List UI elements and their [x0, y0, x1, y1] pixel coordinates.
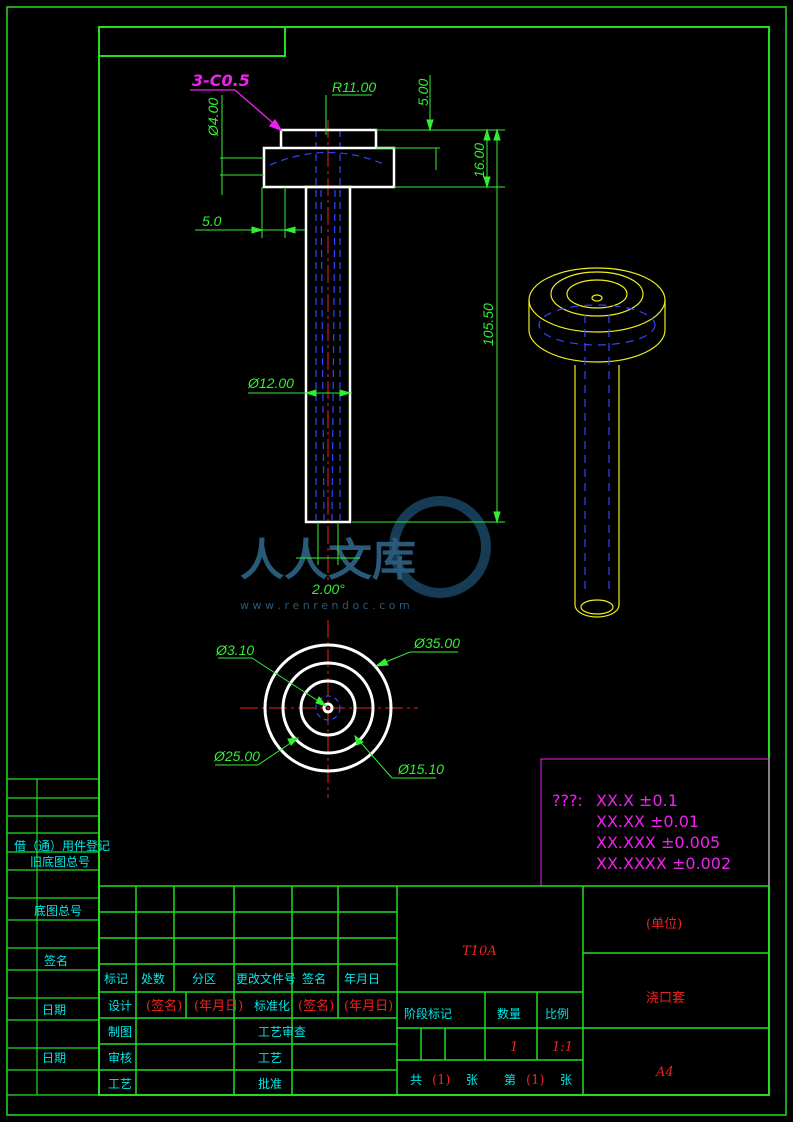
strip-label-signature: 签名 — [44, 953, 68, 968]
process-review-label: 工艺审查 — [258, 1024, 306, 1039]
sheets-current-suffix: 张 — [560, 1073, 572, 1087]
tolerance-line-4: XX.XXXX ±0.002 — [596, 854, 731, 873]
design-label: 设计 — [108, 999, 132, 1013]
head-dia-label: Ø4.00 — [205, 98, 221, 137]
rev-header-count: 处数 — [141, 971, 165, 986]
material-text: T10A — [462, 944, 497, 959]
design-date: (年月日) — [194, 999, 243, 1014]
craft-label: 工艺 — [108, 1077, 132, 1091]
front-dimensions — [195, 75, 505, 565]
watermark: 人人文库 w w w . r e n r e n d o c . c o m — [240, 496, 491, 612]
top-dimensions — [215, 651, 458, 779]
scale-value: 1:1 — [552, 1040, 573, 1055]
isometric-view — [528, 267, 666, 618]
strip-label-borrowed: 借（通）用件登记 — [14, 838, 110, 853]
design-sign: (签名) — [146, 998, 182, 1014]
scale-label: 比例 — [545, 1007, 569, 1021]
tolerance-line-2: XX.XX ±0.01 — [596, 812, 699, 831]
step-dia-label: Ø15.10 — [397, 761, 444, 777]
inner-hole-label: Ø3.10 — [215, 642, 254, 658]
sheet-size-text: A4 — [655, 1065, 674, 1080]
tolerance-line-3: XX.XXX ±0.005 — [596, 833, 720, 852]
strip-label-date-1: 日期 — [42, 1003, 66, 1017]
left-strip — [7, 778, 99, 1096]
drawing-frame — [6, 6, 787, 1116]
tolerance-line-1: XX.X ±0.1 — [596, 791, 678, 810]
check-label: 审核 — [108, 1050, 132, 1065]
front-view — [262, 120, 396, 580]
weight-value: 1 — [510, 1040, 518, 1055]
tolerance-box: ???: XX.X ±0.1 XX.XX ±0.01 XX.XXX ±0.005… — [540, 758, 770, 887]
tolerance-prefix: ???: — [552, 791, 583, 810]
standard-sign: (签名) — [298, 998, 334, 1014]
stage-label: 阶段标记 — [404, 1006, 452, 1021]
strip-label-date-2: 日期 — [42, 1051, 66, 1065]
rev-header-date: 年月日 — [344, 972, 380, 986]
unit-text: (单位) — [646, 917, 682, 932]
weight-label: 数量 — [497, 1006, 521, 1021]
chamfer-label: 3-C0.5 — [192, 71, 250, 90]
standard-date: (年月日) — [344, 999, 393, 1014]
sheets-total-prefix: 共 — [410, 1073, 422, 1087]
flange-offset-label: 5.0 — [202, 213, 222, 229]
part-name-text: 浇口套 — [646, 990, 685, 1006]
rev-header-file: 更改文件号 — [236, 971, 296, 986]
chamfer-leader — [190, 89, 283, 132]
radius-label: R11.00 — [332, 79, 376, 95]
sheets-total-suffix: 张 — [466, 1073, 478, 1087]
flange-height-label: 16.00 — [471, 143, 487, 178]
shaft-dia-label: Ø12.00 — [247, 375, 294, 391]
top-view — [240, 620, 418, 798]
strip-label-drawing-no: 底图总号 — [34, 903, 82, 918]
outer-dia-label: Ø35.00 — [413, 635, 460, 651]
mid-dia-label: Ø25.00 — [213, 748, 260, 764]
top-step-label: 5.00 — [415, 79, 431, 106]
sheets-current-prefix: 第 — [504, 1073, 516, 1087]
taper-label: 2.00° — [311, 581, 345, 597]
approve-craft-label: 工艺 — [258, 1051, 282, 1065]
strip-label-old-drawing: 旧底图总号 — [30, 854, 90, 869]
standard-label: 标准化 — [254, 999, 290, 1013]
title-block — [99, 885, 769, 1095]
total-length-label: 105.50 — [480, 303, 496, 346]
watermark-url: w w w . r e n r e n d o c . c o m — [240, 599, 410, 612]
rev-header-sign: 签名 — [302, 971, 326, 986]
drafting-label: 制图 — [108, 1025, 132, 1039]
approve-label: 批准 — [258, 1076, 282, 1091]
rev-header-zone: 分区 — [192, 972, 216, 986]
sheets-total: (1) — [432, 1073, 450, 1088]
sheets-current: (1) — [526, 1073, 544, 1088]
rev-header-mark: 标记 — [104, 972, 128, 986]
